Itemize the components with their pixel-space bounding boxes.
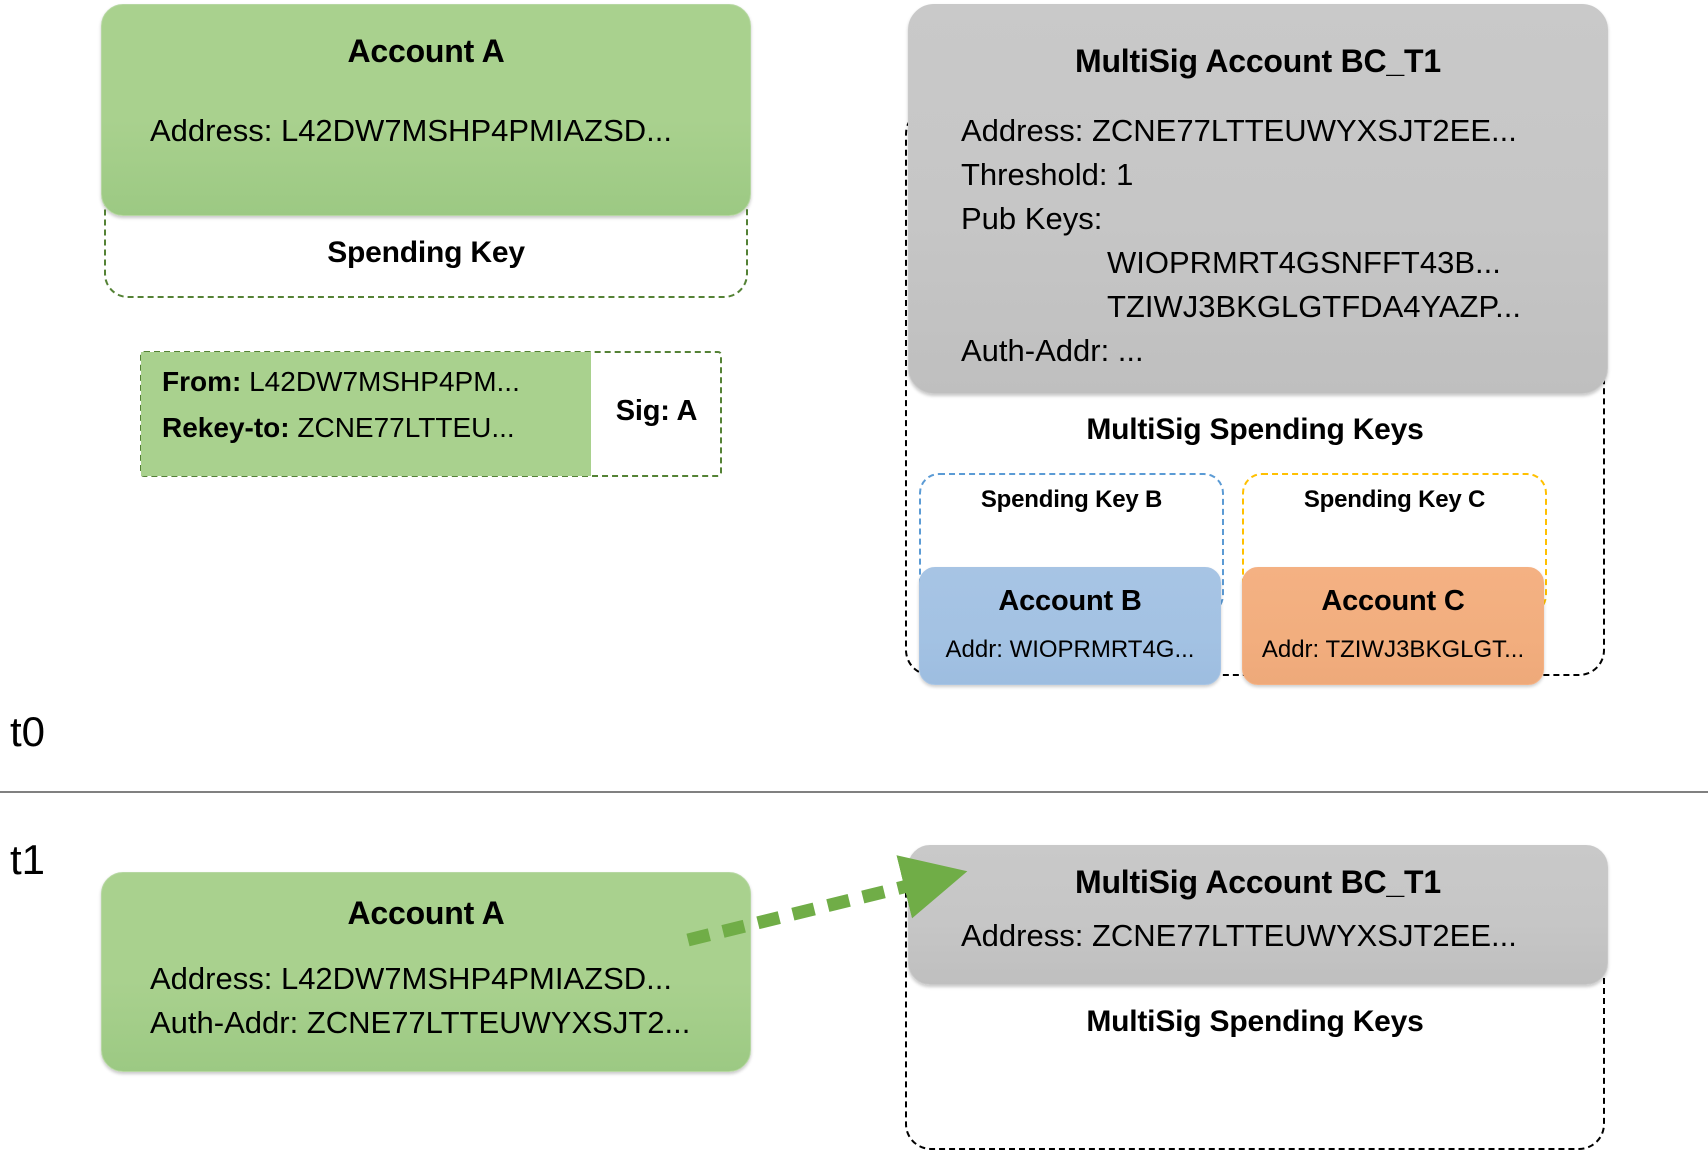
account-a-address-t1: Address: L42DW7MSHP4PMIAZSD... — [150, 961, 672, 996]
spending-key-c-label: Spending Key C — [1303, 486, 1486, 513]
account-a-card-t0: Account A Address: L42DW7MSHP4PMIAZSD... — [101, 4, 751, 216]
transaction-rekey-row: Rekey-to: ZCNE77LTTEU... — [162, 412, 515, 444]
transaction-rekey-label: Rekey-to: — [162, 412, 290, 443]
transaction-from-value: L42DW7MSHP4PM... — [249, 366, 520, 397]
timeline-label-t1: t1 — [10, 836, 46, 883]
account-b-title: Account B — [998, 585, 1142, 617]
transaction-from-label: From: — [162, 366, 242, 397]
multisig-address-t1: Address: ZCNE77LTTEUWYXSJT2EE... — [961, 918, 1517, 953]
multisig-pubkey-1: TZIWJ3BKGLGTFDA4YAZP... — [1107, 289, 1521, 324]
account-a-card-t1: Account A Address: L42DW7MSHP4PMIAZSD...… — [101, 872, 751, 1072]
multisig-pubkeys-label-t0: Pub Keys: — [961, 201, 1103, 236]
account-a-auth-addr-t1: Auth-Addr: ZCNE77LTTEUWYXSJT2... — [150, 1005, 691, 1040]
timeline-divider — [0, 791, 1708, 793]
multisig-auth-addr-t0: Auth-Addr: ... — [961, 333, 1144, 368]
spending-key-b-label: Spending Key B — [980, 486, 1163, 513]
multisig-spending-keys-label-t1: MultiSig Spending Keys — [1086, 1005, 1424, 1038]
account-c-addr: Addr: TZIWJ3BKGLGT... — [1261, 636, 1525, 663]
transaction-sig-label: Sig: A — [615, 395, 698, 427]
multisig-account-title-t0: MultiSig Account BC_T1 — [1075, 43, 1441, 79]
multisig-account-card-t0: MultiSig Account BC_T1 Address: ZCNE77LT… — [908, 4, 1608, 394]
account-a-title-t1: Account A — [347, 895, 505, 931]
account-a-title-t0: Account A — [347, 33, 505, 69]
account-c-title: Account C — [1321, 585, 1465, 617]
rekey-arrow — [686, 855, 968, 947]
multisig-threshold-t0: Threshold: 1 — [961, 157, 1134, 192]
account-b-addr: Addr: WIOPRMRT4G... — [945, 636, 1195, 663]
spending-key-label-a: Spending Key — [327, 236, 525, 269]
account-c-card: Account C Addr: TZIWJ3BKGLGT... — [1242, 567, 1544, 685]
multisig-address-t0: Address: ZCNE77LTTEUWYXSJT2EE... — [961, 113, 1517, 148]
transaction-from-row: From: L42DW7MSHP4PM... — [162, 366, 520, 398]
timeline-label-t0: t0 — [10, 708, 46, 755]
account-b-card: Account B Addr: WIOPRMRT4G... — [919, 567, 1221, 685]
multisig-account-card-t1: MultiSig Account BC_T1 Address: ZCNE77LT… — [908, 845, 1608, 985]
transaction-rekey-value: ZCNE77LTTEU... — [297, 412, 515, 443]
transaction-body: From: L42DW7MSHP4PM... Rekey-to: ZCNE77L… — [141, 352, 591, 476]
multisig-spending-keys-label-t0: MultiSig Spending Keys — [1086, 413, 1424, 446]
multisig-account-title-t1: MultiSig Account BC_T1 — [1075, 864, 1441, 900]
multisig-pubkey-0: WIOPRMRT4GSNFFT43B... — [1107, 245, 1501, 280]
account-a-address-t0: Address: L42DW7MSHP4PMIAZSD... — [150, 113, 672, 148]
